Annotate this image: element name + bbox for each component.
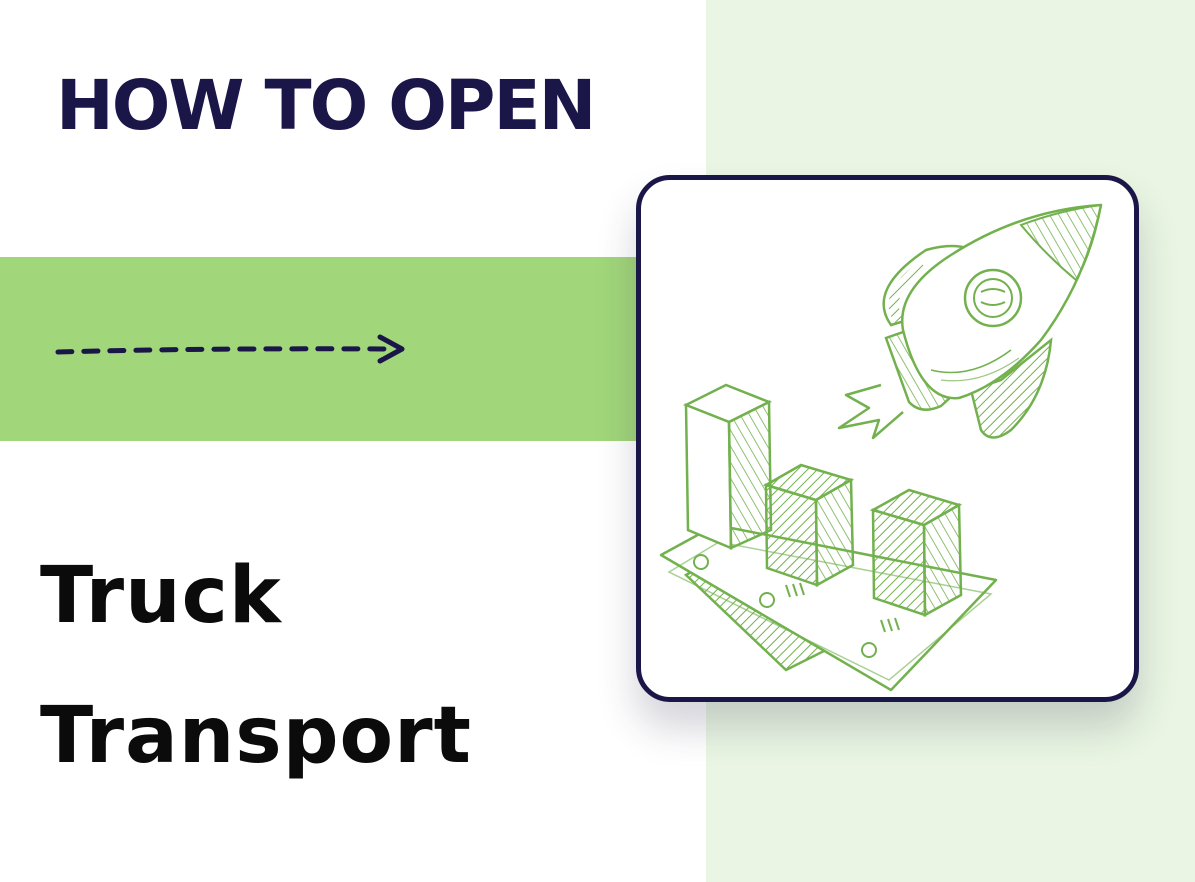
dashed-arrow-icon [55,334,405,364]
rocket-and-growth-chart-icon [659,203,1103,692]
heading: HOW TO OPEN [56,66,596,146]
illustration-card [636,175,1139,702]
title-line-2: Transport [40,691,472,781]
title-line-1: Truck [40,551,282,641]
